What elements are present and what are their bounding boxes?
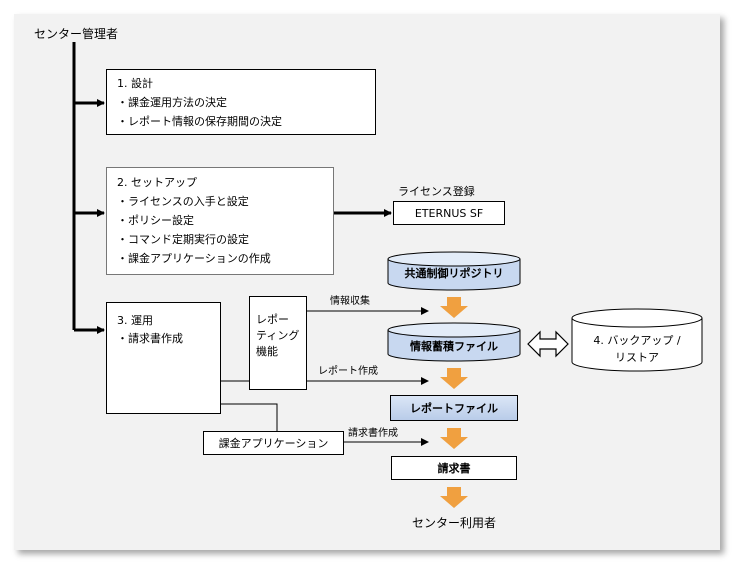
eternus-label: ETERNUS SF — [414, 207, 484, 220]
invoice-creation-label: 請求書作成 — [348, 428, 398, 439]
shared-repository-cylinder — [387, 251, 521, 291]
reporting-line-1: レポー — [256, 313, 289, 326]
license-label: ライセンス登録 — [398, 185, 475, 198]
backup-label-2: リストア — [615, 351, 659, 364]
flow-arrow-3 — [440, 428, 468, 449]
accumulated-file-cylinder — [387, 322, 521, 362]
flow-arrow-2 — [440, 368, 468, 389]
design-item-1: ・課金運用方法の決定 — [117, 96, 227, 109]
accumulated-file-label: 情報蓄積ファイル — [410, 340, 498, 353]
setup-step-box: 2. セットアップ ・ライセンスの入手と設定 ・ポリシー設定 ・コマンド定期実行… — [106, 167, 334, 275]
setup-title: 2. セットアップ — [117, 176, 197, 189]
design-step-box: 1. 設計 ・課金運用方法の決定 ・レポート情報の保存期間の決定 — [106, 69, 376, 135]
user-label: センター利用者 — [411, 516, 496, 530]
operation-to-billing-line — [221, 403, 278, 431]
operation-item-1: ・請求書作成 — [117, 332, 183, 345]
design-item-2: ・レポート情報の保存期間の決定 — [117, 115, 282, 128]
report-label: レポート作成 — [318, 366, 378, 377]
flow-arrow-4 — [440, 487, 468, 508]
reporting-function-box: レポー ティング 機能 — [249, 296, 307, 390]
flow-arrow-1 — [440, 297, 468, 318]
invoice-label: 請求書 — [437, 462, 471, 475]
setup-item-4: ・課金アプリケーションの作成 — [117, 252, 271, 265]
eternus-box: ETERNUS SF — [393, 201, 505, 225]
report-file-label: レポートファイル — [410, 402, 498, 415]
operation-title: 3. 運用 — [117, 314, 153, 327]
collect-label: 情報収集 — [330, 296, 370, 307]
setup-item-3: ・コマンド定期実行の設定 — [117, 233, 249, 246]
shared-repository-label: 共通制御リポジトリ — [404, 267, 504, 280]
billing-app-box: 課金アプリケーション — [203, 431, 344, 455]
invoice-box: 請求書 — [391, 456, 517, 480]
setup-item-2: ・ポリシー設定 — [117, 214, 194, 227]
backup-label-1: 4. バックアップ / — [593, 334, 681, 347]
reporting-line-2: ティング — [256, 329, 300, 342]
reporting-line-3: 機能 — [256, 345, 278, 358]
design-title: 1. 設計 — [117, 77, 153, 90]
setup-item-1: ・ライセンスの入手と設定 — [117, 195, 249, 208]
backup-cylinder — [571, 308, 703, 372]
operation-step-box: 3. 運用 ・請求書作成 — [106, 302, 221, 414]
billing-app-label: 課金アプリケーション — [218, 437, 329, 450]
backup-double-arrow — [527, 330, 569, 358]
report-file-box: レポートファイル — [390, 395, 518, 421]
admin-label: センター管理者 — [34, 27, 119, 41]
